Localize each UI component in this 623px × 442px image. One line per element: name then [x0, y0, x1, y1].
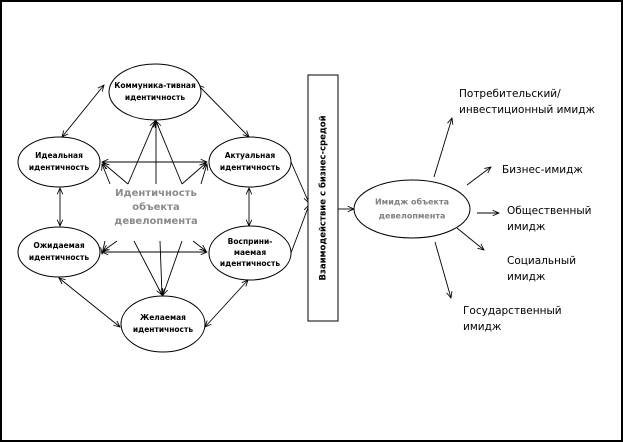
output-label: Бизнес-имидж — [502, 164, 583, 176]
node-ellipse — [17, 136, 101, 188]
node-label: идентичность — [133, 325, 193, 334]
consumer-image-output: Потребительский/инвестиционный имидж — [459, 88, 595, 116]
output-label: имидж — [463, 321, 502, 333]
edge-hub-to-perceived — [192, 240, 206, 251]
perceived-identity-node: Восприни-маемая идентичность — [208, 225, 292, 281]
hub-label: объекта — [132, 201, 179, 213]
business-interaction-box: Взаимодействие с бизнес-средой — [307, 74, 339, 322]
node-label: Желаемая — [140, 313, 186, 322]
business-image-output: Бизнес-имидж — [502, 164, 583, 176]
edge-communicative-ideal — [62, 85, 104, 137]
interaction-box-rect — [307, 74, 339, 322]
edges-layer — [59, 85, 499, 327]
node-ellipse — [208, 225, 292, 281]
edge-image-to-state — [434, 241, 451, 298]
public-image-output: Общественный имидж — [507, 205, 591, 233]
node-label: идентичность — [29, 253, 89, 262]
edge-expected-desired — [59, 278, 120, 327]
interaction-box-label: Взаимодействие с бизнес-средой — [318, 115, 329, 280]
edge-hub-to-desired-3 — [163, 240, 183, 295]
node-label: Коммуника-тивная — [114, 81, 196, 90]
output-label: Социальный — [507, 255, 576, 267]
hub-label: Идентичность — [115, 188, 197, 199]
output-label: инвестиционный имидж — [459, 104, 595, 116]
edge-hub-to-desired-2 — [160, 240, 162, 295]
edge-image-to-business — [466, 167, 491, 186]
node-label: идентичность — [220, 259, 280, 268]
edge-hub-to-desired-1 — [133, 240, 162, 295]
node-ellipse — [108, 63, 202, 121]
output-label: Потребительский/ — [459, 88, 561, 100]
node-label: маемая — [234, 248, 266, 257]
image-label: девелопмента — [379, 212, 446, 221]
node-label: Ожидаемая — [33, 241, 84, 250]
edge-image-to-social — [456, 227, 484, 250]
output-label: Общественный — [507, 205, 591, 217]
edge-communicative-actual — [198, 85, 249, 137]
desired-identity-node: Желаемая идентичность — [120, 295, 206, 353]
hub-label: девелопмента — [114, 216, 197, 227]
node-label: Идеальная — [35, 151, 83, 160]
edge-hub-to-actual-1 — [181, 163, 206, 185]
actual-identity-node: Актуальная идентичность — [208, 136, 292, 188]
output-label: имидж — [507, 271, 546, 283]
edge-hub-to-actual-2 — [200, 164, 207, 185]
node-ellipse — [120, 295, 206, 353]
expected-identity-node: Ожидаемая идентичность — [17, 226, 101, 278]
node-label: идентичность — [220, 163, 280, 172]
node-label: Восприни- — [228, 237, 273, 246]
state-image-output: Государственный имидж — [463, 305, 562, 333]
edge-hub-to-ideal-1 — [102, 164, 111, 185]
edge-actual-to-interaction — [290, 161, 309, 203]
node-ellipse — [208, 136, 292, 188]
social-image-output: Социальный имидж — [507, 255, 576, 283]
output-label: имидж — [507, 221, 546, 233]
node-label: идентичность — [29, 163, 89, 172]
edge-hub-to-communicative-right — [156, 121, 183, 185]
ideal-identity-node: Идеальная идентичность — [17, 136, 101, 188]
edge-hub-to-ideal-2 — [103, 163, 129, 185]
edge-image-to-consumer — [433, 118, 452, 178]
edge-perceived-to-interaction — [290, 205, 309, 254]
node-label: Актуальная — [225, 151, 276, 160]
edge-hub-to-expected-2 — [102, 240, 105, 254]
nodes-layer: Коммуника-тивнаяидентичностьИдеальнаяиде… — [17, 63, 595, 353]
node-ellipse — [17, 226, 101, 278]
communicative-identity-node: Коммуника-тивная идентичность — [108, 63, 202, 121]
edge-perceived-desired — [205, 280, 248, 327]
image-label: Имидж объекта — [375, 197, 449, 207]
node-label: идентичность — [125, 93, 185, 102]
image-ellipse — [353, 179, 471, 239]
development-object-image-node: Имидж объекта девелопмента — [353, 179, 471, 239]
edge-hub-to-communicative-left — [127, 121, 155, 185]
development-object-identity-hub: Идентичность объекта девелопмента — [114, 188, 197, 227]
output-label: Государственный — [463, 305, 562, 317]
